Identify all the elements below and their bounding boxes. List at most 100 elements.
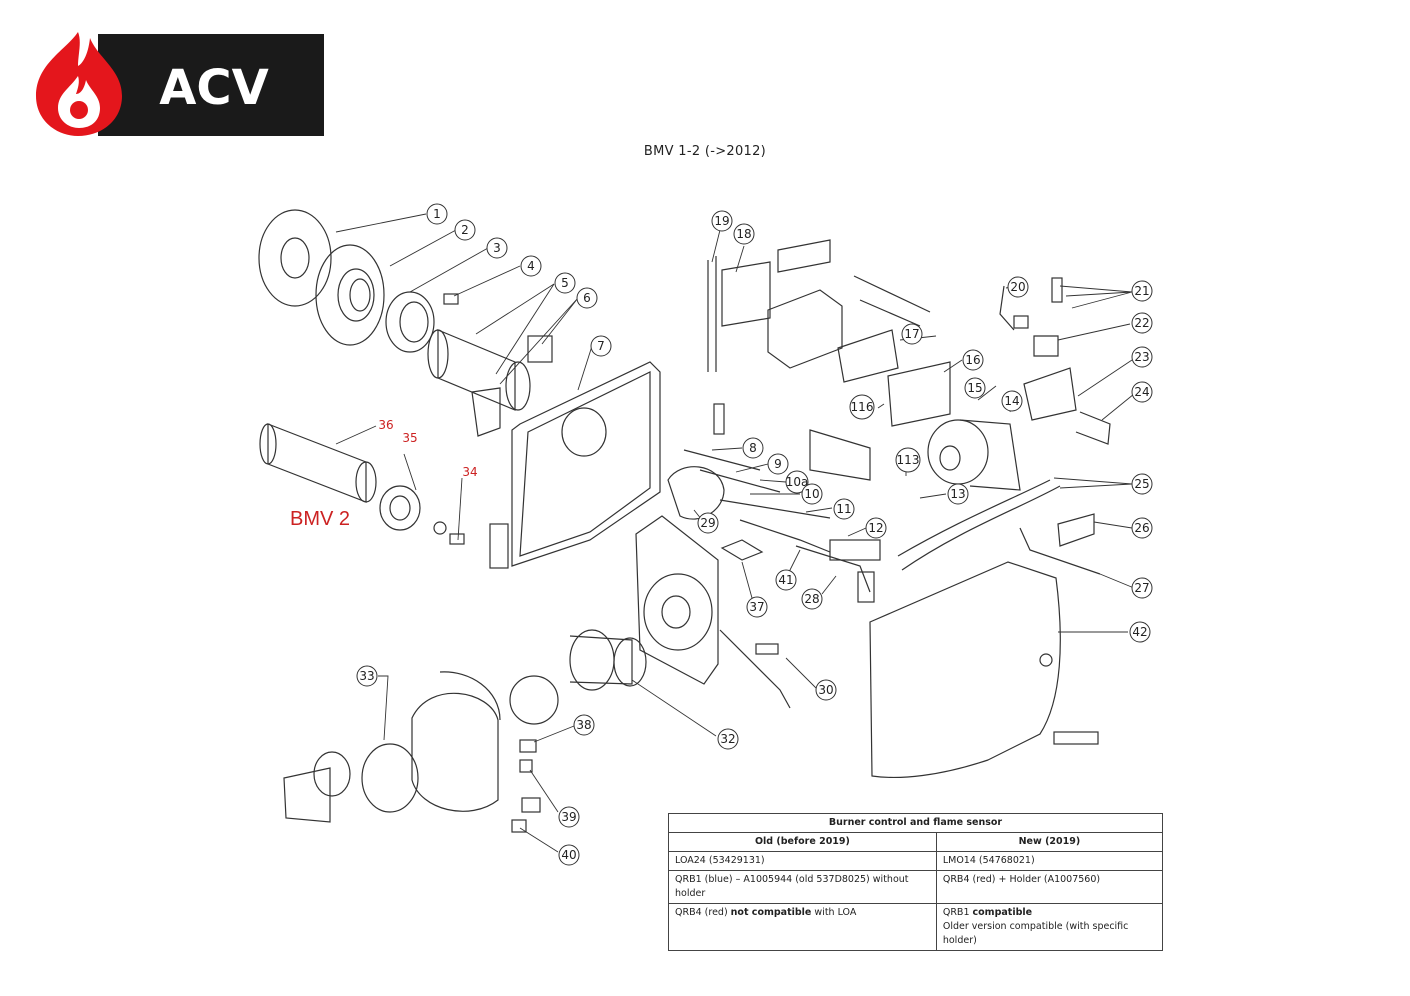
leader-116 xyxy=(877,403,885,409)
svg-text:19: 19 xyxy=(714,214,729,228)
svg-text:29: 29 xyxy=(700,516,715,530)
part-32-fan-wheel xyxy=(569,629,647,691)
r3-new-a: QRB1 xyxy=(942,907,973,918)
leader-1 xyxy=(335,213,427,233)
part-3-clamp xyxy=(385,291,435,353)
flame-icon xyxy=(36,32,122,136)
table-row: QRB1 (blue) – A1005944 (old 537D8025) wi… xyxy=(668,870,1164,904)
leader-32 xyxy=(631,679,717,737)
table-caption: Burner control and flame sensor xyxy=(668,813,1163,833)
part-fan-housing xyxy=(635,515,719,685)
callout-24: 24 xyxy=(1131,381,1153,403)
callout-16: 16 xyxy=(962,349,984,371)
leader-16 xyxy=(943,359,963,373)
part-7-housing-plate xyxy=(489,361,661,569)
cell-r1-old: LOA24 (53429131) xyxy=(668,851,937,871)
leader-10a xyxy=(759,479,787,483)
leader-12 xyxy=(847,527,867,537)
callout-29: 29 xyxy=(697,512,719,534)
col-old-header: Old (before 2019) xyxy=(668,832,937,852)
callout-38: 38 xyxy=(573,714,595,736)
callout-5: 5 xyxy=(554,272,576,294)
leader-7 xyxy=(577,345,593,391)
svg-text:6: 6 xyxy=(583,291,591,305)
svg-text:4: 4 xyxy=(527,259,535,273)
svg-text:38: 38 xyxy=(576,718,591,732)
part-4-screw xyxy=(443,293,459,305)
svg-text:15: 15 xyxy=(967,381,982,395)
cell-r2-new: QRB4 (red) + Holder (A1007560) xyxy=(935,870,1164,904)
leader-36 xyxy=(335,425,377,445)
callout-18: 18 xyxy=(733,223,755,245)
table-row: QRB4 (red) not compatible with LOA QRB1 … xyxy=(668,903,1164,951)
callout-10: 10 xyxy=(801,483,823,505)
table-header-row: Old (before 2019) New (2019) xyxy=(668,832,1164,852)
acv-logo: ACV xyxy=(36,32,324,136)
col-new-header: New (2019) xyxy=(935,832,1164,852)
leader-28 xyxy=(821,575,837,595)
part-25-hoses xyxy=(897,479,1061,571)
leader-27 xyxy=(1099,573,1135,589)
leader-39 xyxy=(529,769,559,813)
part-17-control-box xyxy=(767,239,951,427)
svg-text:5: 5 xyxy=(561,276,569,290)
callout-8: 8 xyxy=(742,437,764,459)
callout-33: 33 xyxy=(356,665,378,687)
callout-1: 1 xyxy=(426,203,448,225)
leader-18 xyxy=(735,245,745,273)
leader-11 xyxy=(805,507,833,513)
leader-5 xyxy=(475,283,555,335)
callout-35: 35 xyxy=(402,431,417,445)
part-2-flange xyxy=(315,244,385,346)
part-41-28-pipe xyxy=(795,545,875,603)
svg-text:34: 34 xyxy=(462,465,477,479)
part-38-40-fittings xyxy=(511,739,541,833)
r3-old-c: with LOA xyxy=(811,907,857,918)
callout-25: 25 xyxy=(1131,473,1153,495)
svg-text:21: 21 xyxy=(1134,284,1149,298)
svg-text:35: 35 xyxy=(402,431,417,445)
callout-32: 32 xyxy=(717,728,739,750)
r3-new-c: Older version compatible (with specific … xyxy=(942,921,1129,946)
leader-26 xyxy=(1093,521,1133,529)
callout-4: 4 xyxy=(520,255,542,277)
part-21-24-oil-pump xyxy=(1023,277,1111,445)
table-row: LOA24 (53429131) LMO14 (54768021) xyxy=(668,851,1164,871)
callout-11: 11 xyxy=(833,498,855,520)
part-29-air-intake xyxy=(667,466,725,520)
callout-19: 19 xyxy=(711,210,733,232)
svg-text:9: 9 xyxy=(774,457,782,471)
svg-text:1: 1 xyxy=(433,207,441,221)
svg-text:24: 24 xyxy=(1134,385,1149,399)
leader-9 xyxy=(735,463,769,473)
callout-37: 37 xyxy=(746,596,768,618)
leader-25 xyxy=(1053,477,1133,489)
svg-text:2: 2 xyxy=(461,223,469,237)
callout-3: 3 xyxy=(486,237,508,259)
r3-old-b: not compatible xyxy=(730,907,812,918)
callout-20: 20 xyxy=(1007,276,1029,298)
logo-dark-panel xyxy=(98,34,324,136)
leader-19 xyxy=(711,229,721,263)
part-8-12-electrodes xyxy=(683,403,881,561)
leader-41 xyxy=(787,549,801,575)
leader-38 xyxy=(533,725,575,743)
callout-7: 7 xyxy=(590,335,612,357)
page-title: BMV 1-2 (->2012) xyxy=(643,144,767,159)
callout-12: 12 xyxy=(865,517,887,539)
callout-22: 22 xyxy=(1131,312,1153,334)
svg-text:37: 37 xyxy=(749,600,764,614)
leader-3 xyxy=(409,247,489,293)
callout-28: 28 xyxy=(801,588,823,610)
part-36-tube xyxy=(259,423,377,503)
leader-23 xyxy=(1077,359,1133,397)
svg-text:22: 22 xyxy=(1134,316,1149,330)
part-33-burner-housing xyxy=(283,671,559,823)
svg-text:18: 18 xyxy=(736,227,751,241)
part-42-cover xyxy=(869,561,1099,779)
leader-13 xyxy=(919,493,947,499)
callout-9: 9 xyxy=(767,453,789,475)
bmv2-label: BMV 2 xyxy=(290,508,351,530)
